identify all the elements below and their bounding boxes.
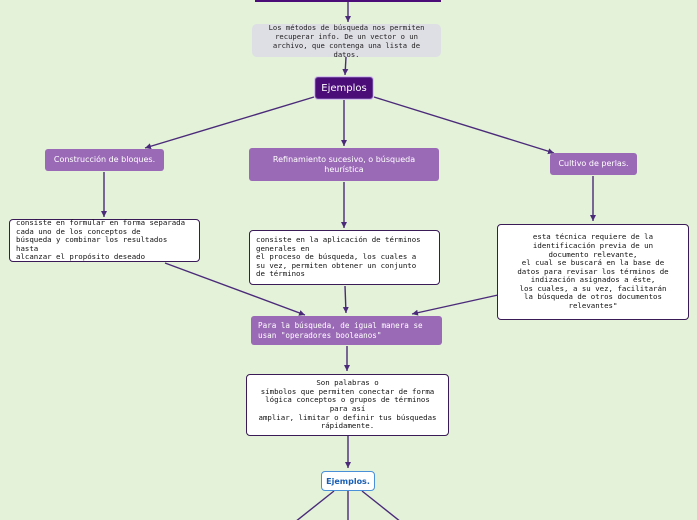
ejemplos-top-label: Ejemplos [321,82,367,94]
intro-node[interactable]: Los métodos de búsqueda nos permiten rec… [252,22,441,59]
intro-text: Los métodos de búsqueda nos permiten rec… [268,22,425,59]
edge-bloquesdesc-booleanos [164,262,306,316]
ejemplos-top-node[interactable]: Ejemplos [315,77,373,99]
perlas-desc-text: esta técnica requiere de la identificaci… [517,232,669,311]
palabras-node[interactable]: Son palabras o símbolos que permiten con… [246,374,449,436]
edge-ejemplos-perlas [373,96,555,155]
booleanos-node[interactable]: Para la búsqueda, de igual manera se usa… [251,316,442,345]
perlas-desc-node[interactable]: esta técnica requiere de la identificaci… [497,224,689,320]
bloques-node[interactable]: Construcción de bloques. [45,149,164,171]
booleanos-text: Para la búsqueda, de igual manera se usa… [258,321,423,340]
bloques-desc-node[interactable]: consiste en formular en forma separada c… [9,218,200,262]
refinamiento-desc-text: consiste en la aplicación de términos ge… [256,235,421,279]
bloques-desc-text: consiste en formular en forma separada c… [16,218,186,262]
perlas-node[interactable]: Cultivo de perlas. [550,153,637,175]
palabras-text: Son palabras o símbolos que permiten con… [258,378,437,431]
edge-ejemplos-bloques [144,96,315,150]
edge-refinamientodesc-booleanos [342,285,349,314]
edge-perlasdesc-booleanos [411,294,499,316]
edge-ejemplos-child-left [296,490,335,520]
top-node-fragment [255,0,441,2]
ejemplos-bottom-node[interactable]: Ejemplos. [321,471,375,491]
refinamiento-desc-node[interactable]: consiste en la aplicación de términos ge… [249,230,440,285]
ejemplos-bottom-label: Ejemplos. [326,476,370,486]
bloques-label: Construcción de bloques. [53,155,156,164]
refinamiento-label: Refinamiento sucesivo, o búsqueda heurís… [272,154,416,174]
perlas-label: Cultivo de perlas. [558,159,629,168]
edge-intro-ejemplos [342,56,349,76]
refinamiento-node[interactable]: Refinamiento sucesivo, o búsqueda heurís… [249,148,439,181]
edge-ejemplos-child-right [361,490,400,520]
